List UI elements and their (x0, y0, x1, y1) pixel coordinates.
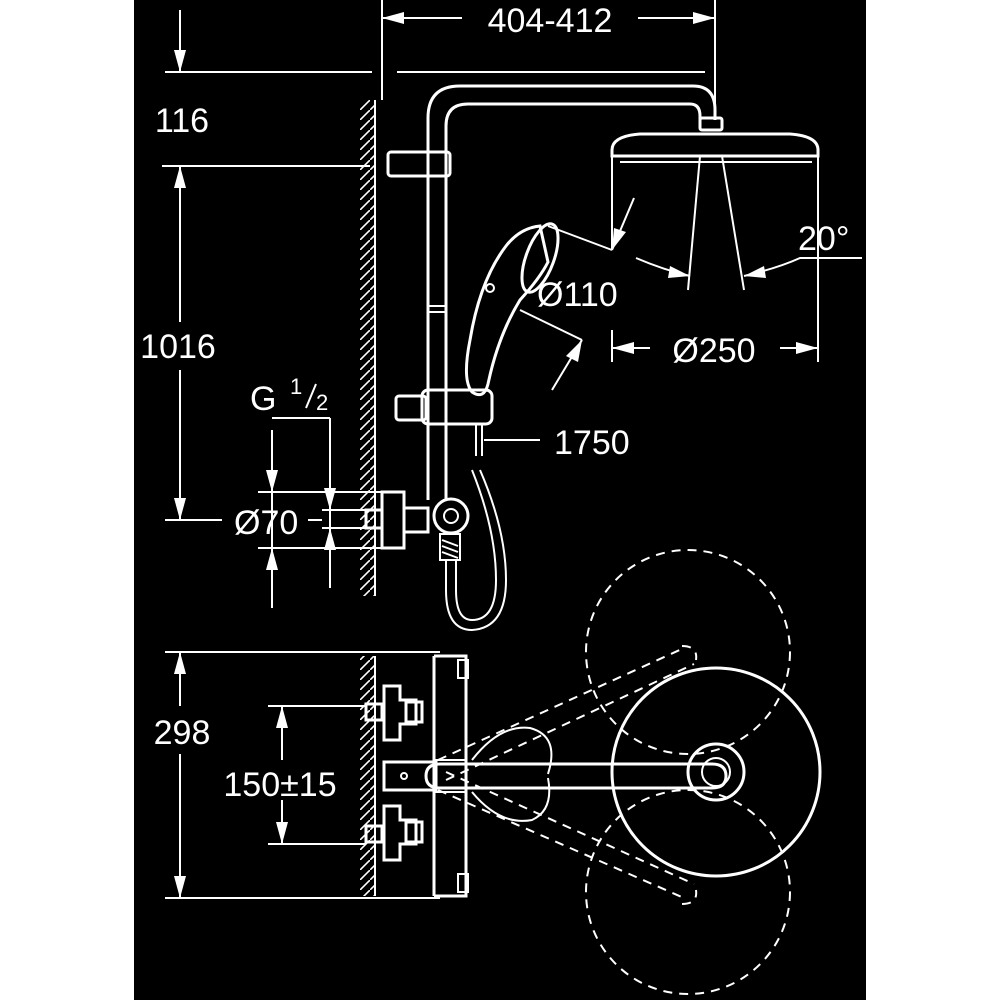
hand-shower (465, 222, 560, 397)
thread-denominator-label: 2 (316, 390, 328, 415)
dim-top-spacing-label: 116 (155, 102, 209, 140)
dim-hose-length: 1750 (484, 424, 630, 462)
dim-head-shower-label: Ø250 (672, 332, 755, 370)
dim-head-offset-label: 404-412 (488, 2, 613, 40)
head-shower-plan (610, 666, 822, 878)
arm-plan (382, 760, 728, 792)
dim-head-shower: Ø250 (611, 330, 818, 370)
mixer-plan (364, 654, 469, 898)
dim-head-offset: 404-412 (381, 0, 716, 112)
wall-plan (360, 656, 376, 896)
dim-thread: G 1 2 (250, 374, 336, 588)
wall-elevation (360, 100, 376, 596)
thread-numerator-label: 1 (290, 374, 302, 399)
dim-spray-angle: 20° (611, 210, 862, 278)
dim-rosette-label: Ø70 (234, 504, 298, 542)
dim-mixer-height-label: 298 (154, 714, 211, 752)
shower-rail (386, 84, 717, 500)
thread-main-label: G (250, 380, 276, 418)
dim-rail-height: 1016 (140, 166, 222, 521)
swivel-range (437, 549, 791, 995)
dim-hose-length-label: 1750 (554, 424, 630, 462)
thermostat-mixer (380, 469, 508, 632)
dim-hand-shower-label: Ø110 (537, 276, 618, 314)
dim-rail-height-label: 1016 (140, 328, 216, 366)
dim-rosette: Ø70 (234, 430, 382, 608)
hand-shower-plan (471, 726, 553, 822)
dim-spray-angle-label: 20° (798, 220, 849, 258)
dim-mixer-height: 298 (154, 651, 440, 899)
dim-top-spacing: 116 (155, 10, 705, 167)
hand-shower-slider (394, 388, 494, 456)
dim-inlet-spacing: 150±15 (223, 705, 366, 845)
dim-inlet-spacing-label: 150±15 (223, 766, 336, 804)
drawing-panel (134, 0, 866, 1000)
dim-hand-shower: Ø110 (519, 197, 635, 391)
